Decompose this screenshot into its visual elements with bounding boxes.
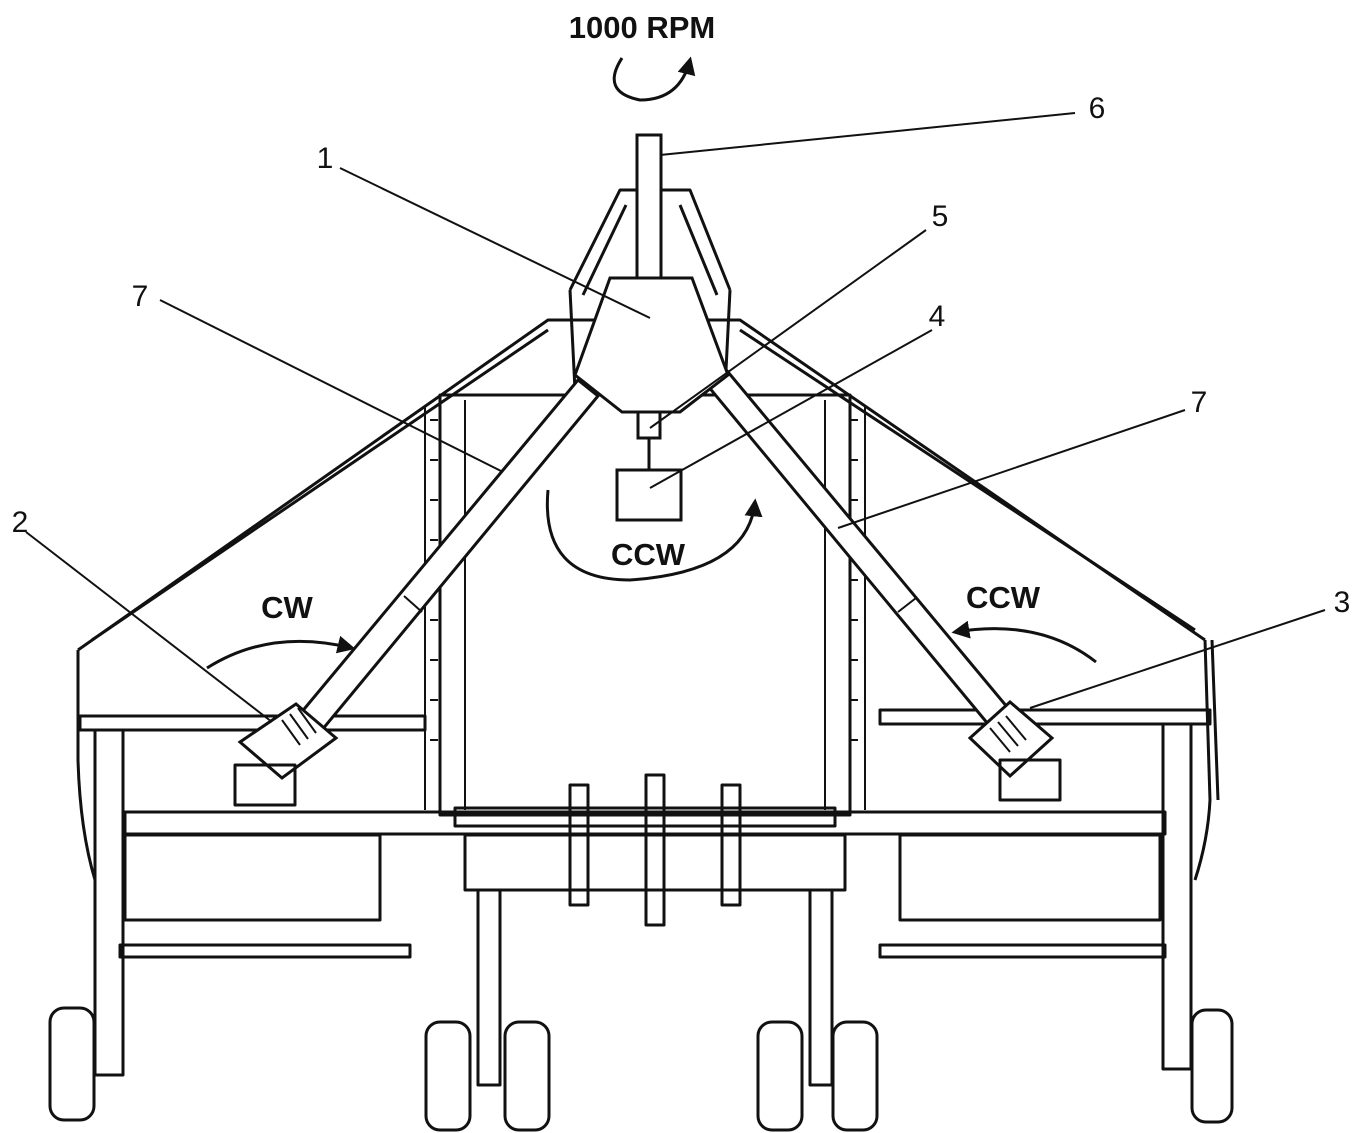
callout-6: 6 bbox=[1089, 92, 1106, 125]
callout-2: 2 bbox=[12, 506, 29, 539]
leader-lines bbox=[25, 112, 1326, 723]
callout-3: 3 bbox=[1334, 586, 1351, 619]
right-rotation-arrow bbox=[951, 620, 1097, 664]
callout-5: 5 bbox=[932, 200, 949, 233]
wheels bbox=[48, 1006, 1234, 1132]
left-rotation-label: CW bbox=[261, 590, 313, 625]
legs bbox=[93, 722, 1193, 1087]
callout-4: 4 bbox=[929, 300, 946, 333]
center-rotation-arrow bbox=[545, 489, 763, 582]
input-rotation-arrow bbox=[612, 56, 696, 102]
center-gearbox bbox=[573, 133, 730, 522]
side-boxes bbox=[123, 833, 1162, 922]
left-gearbox bbox=[233, 702, 339, 807]
left-rotation-arrow bbox=[206, 635, 356, 670]
rotation-arrows bbox=[206, 56, 1097, 670]
center-rotation-label: CCW bbox=[611, 537, 686, 572]
callout-1: 1 bbox=[317, 142, 334, 175]
right-rotation-label: CCW bbox=[966, 580, 1041, 615]
callout-7-right: 7 bbox=[1191, 386, 1208, 419]
input-speed-label: 1000 RPM bbox=[569, 10, 715, 45]
callout-7-left: 7 bbox=[132, 280, 149, 313]
center-frame bbox=[424, 393, 866, 817]
right-gearbox bbox=[967, 700, 1062, 802]
center-posts bbox=[453, 773, 837, 927]
